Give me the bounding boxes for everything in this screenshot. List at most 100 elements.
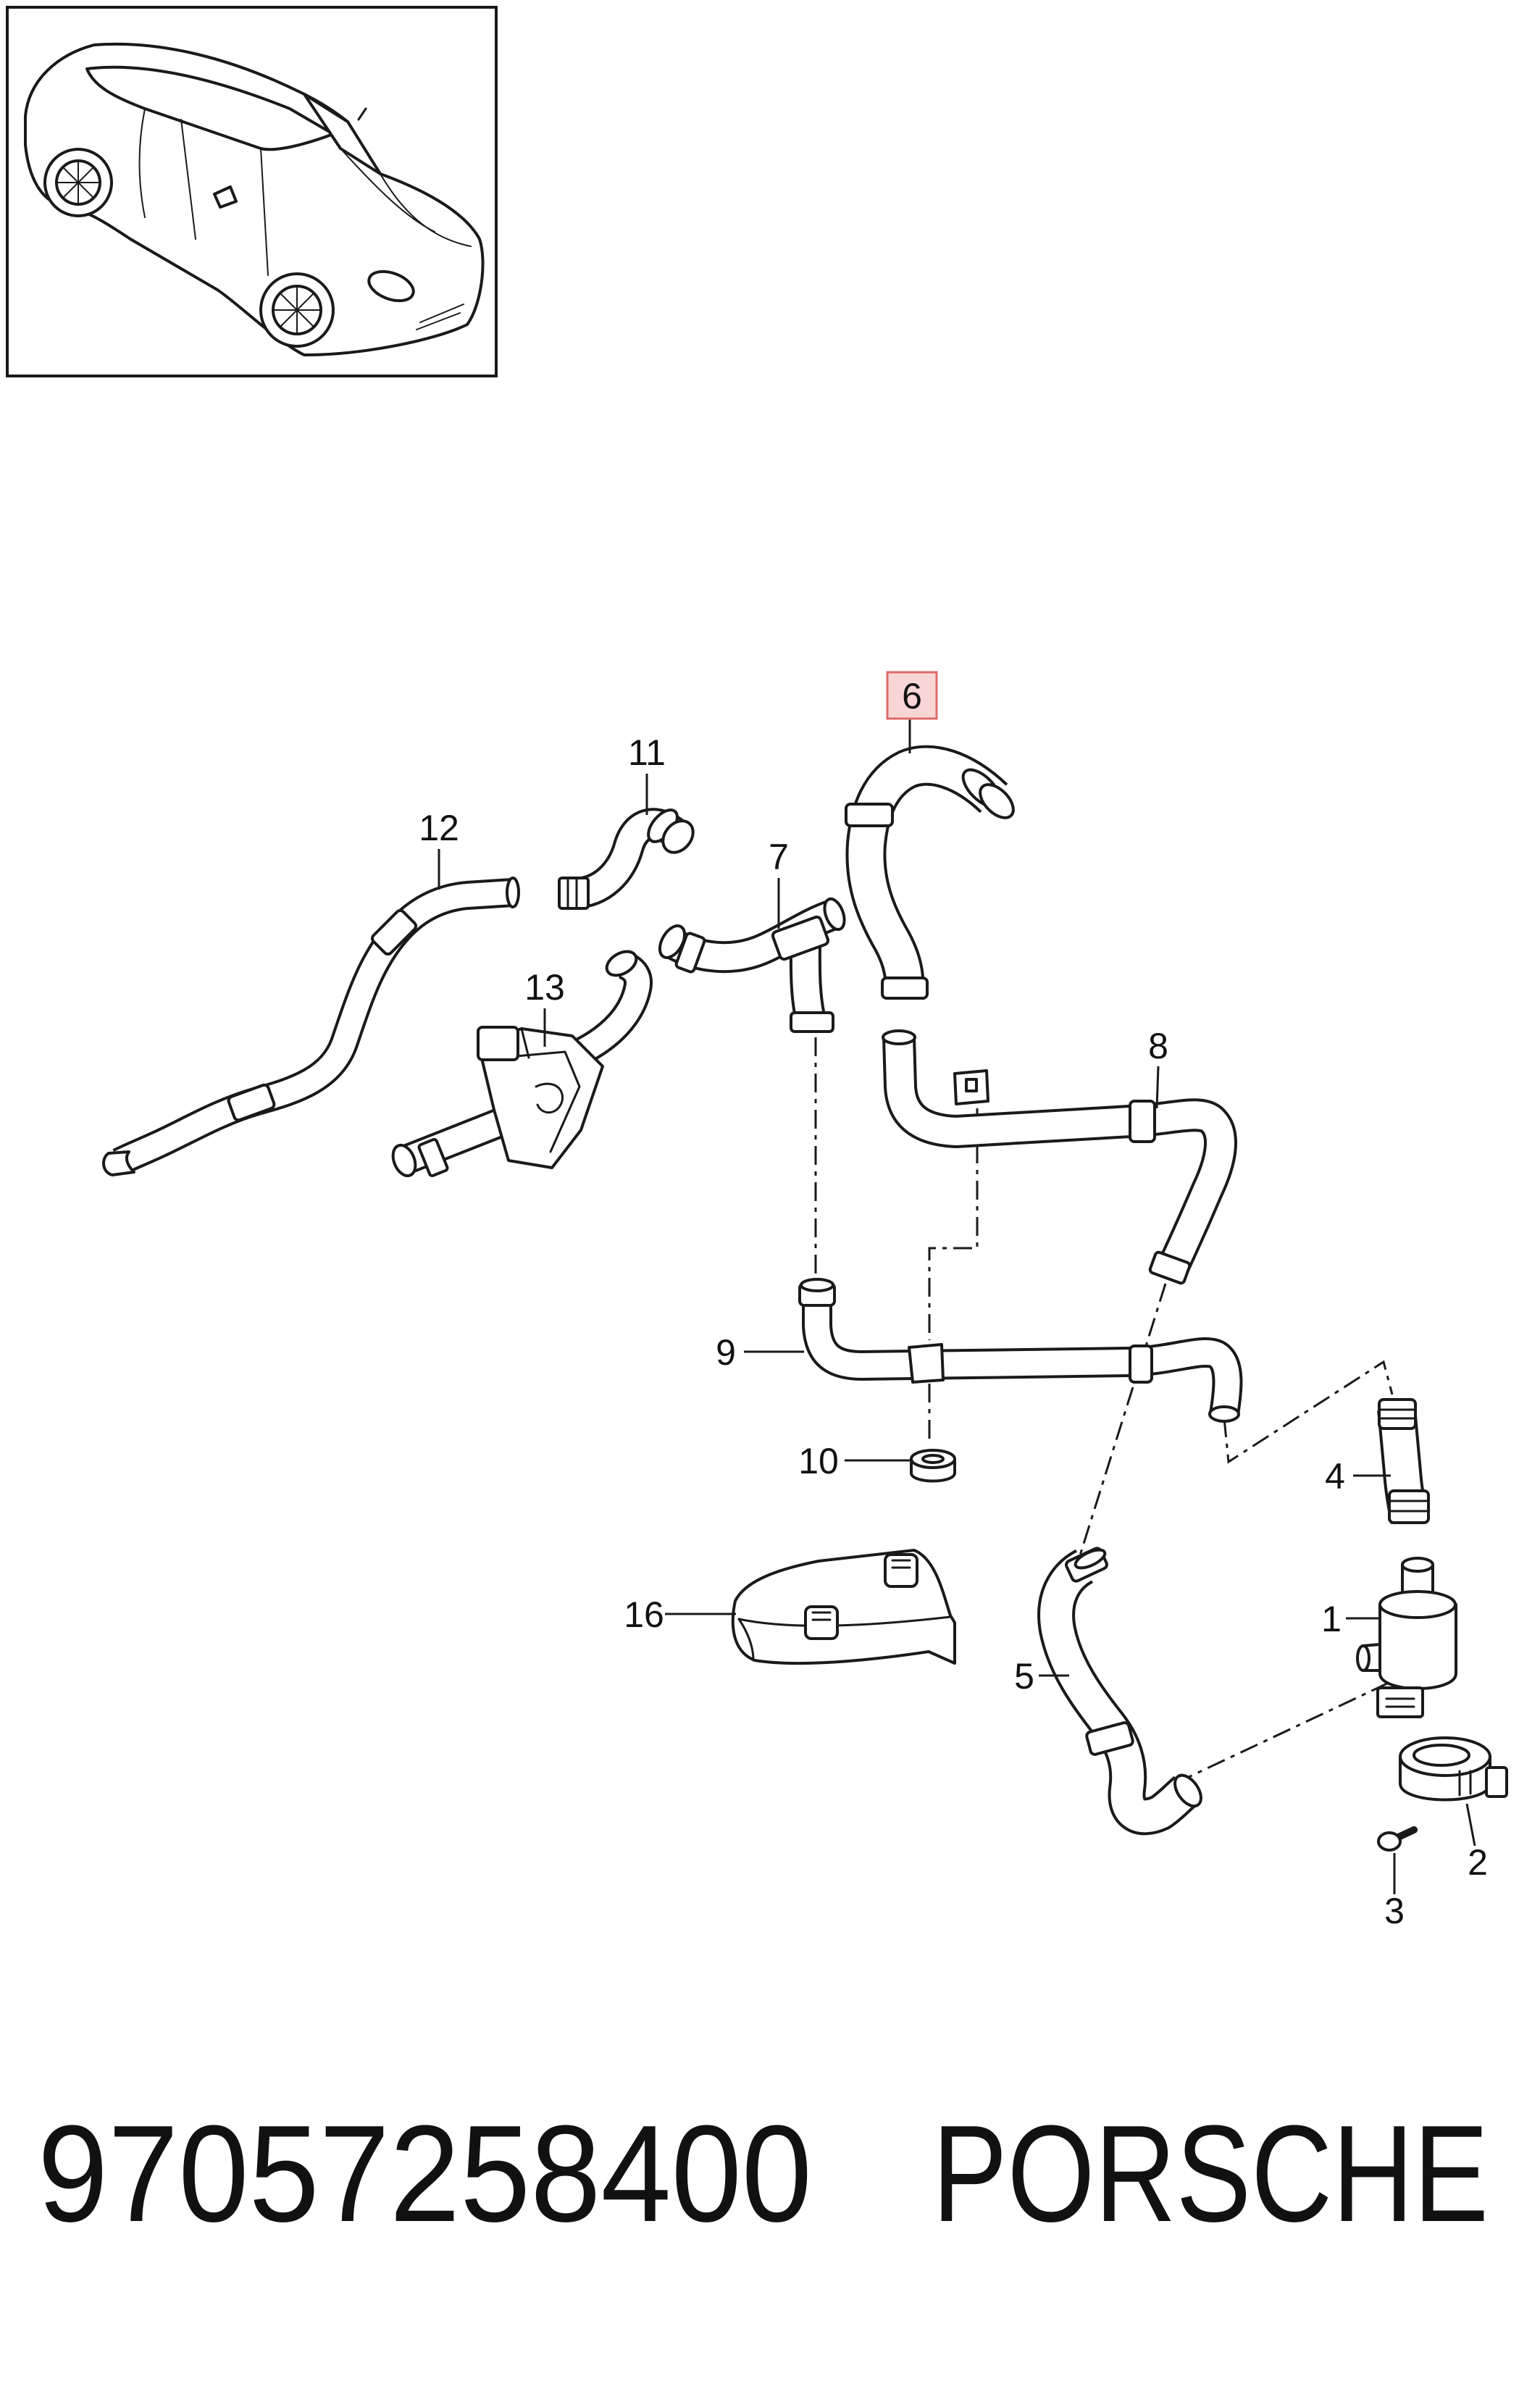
hose-11-connector-ribs <box>566 878 578 908</box>
valve-13-top-port <box>605 950 638 977</box>
leader-2 <box>1465 1803 1476 1846</box>
bracket-2-bore <box>1413 1744 1470 1767</box>
car-headlight <box>367 269 415 303</box>
valve-13-actuator <box>477 1026 519 1061</box>
car-rear-wheel <box>43 148 113 217</box>
coolant-hose-6 <box>845 764 1015 1000</box>
coolant-hose-7 <box>655 897 848 1033</box>
cover-16-clip-left-ribs <box>811 1611 832 1621</box>
coolant-valve-13 <box>389 950 640 1178</box>
coolant-hose-11 <box>558 805 695 910</box>
hose-12-left-connector <box>102 1150 135 1176</box>
hose-8-top-end <box>882 1029 916 1045</box>
hose-8-bottom-clamp <box>1148 1250 1192 1285</box>
cover-16-clip-right-ribs <box>891 1559 911 1569</box>
hose-7-right-end <box>823 897 846 932</box>
callout-8: 8 <box>1148 1026 1168 1066</box>
pump-1-inlet-opening <box>1401 1557 1434 1573</box>
callout-6: 6 <box>902 676 922 716</box>
hose-4-top-connector <box>1378 1398 1417 1430</box>
pump-1-outlet-opening <box>1356 1644 1370 1672</box>
leader-8 <box>1155 1066 1160 1109</box>
car-antenna <box>357 107 367 121</box>
car-front-wheel <box>259 272 335 348</box>
assembly-dash-lines <box>814 1037 1400 1785</box>
callout-13: 13 <box>524 967 565 1008</box>
hose-11-connector <box>558 877 590 910</box>
hose-9-top-end <box>800 1278 834 1292</box>
pump-1-connector <box>1376 1686 1424 1718</box>
coolant-hose-8 <box>882 1029 1221 1285</box>
dash-bracket-to-clip <box>928 1108 979 1340</box>
water-pump-1 <box>1356 1557 1457 1718</box>
dash-5-to-1 <box>1174 1676 1400 1785</box>
callout-3: 3 <box>1384 1891 1405 1931</box>
screw-3 <box>1377 1826 1418 1852</box>
screw-3-head <box>1377 1831 1402 1852</box>
hose-11-end <box>661 819 695 854</box>
car-mirror <box>213 185 238 209</box>
hose-12-right-end <box>506 877 520 908</box>
pump-bracket-2 <box>1399 1736 1508 1802</box>
cover-16-clip-right <box>884 1553 918 1588</box>
footer-brand: PORSCHE <box>932 2097 1489 2251</box>
valve-13-body-detail <box>498 1027 581 1153</box>
car-hood-lines <box>340 148 472 247</box>
callout-12: 12 <box>419 808 459 848</box>
footer-part-number: 97057258400 <box>38 2097 812 2251</box>
grommet-10-hole <box>921 1454 945 1464</box>
callout-1: 1 <box>1321 1599 1342 1639</box>
hose-4-top-ribs <box>1379 1408 1415 1420</box>
pump-1-housing-top <box>1378 1590 1457 1619</box>
bracket-2-tab <box>1485 1766 1508 1798</box>
callout-5: 5 <box>1014 1656 1034 1697</box>
car-side-windows <box>85 65 335 151</box>
callout-labels: 6 11 12 7 13 8 9 10 4 16 1 5 2 3 <box>419 671 1488 1931</box>
hose-5-end <box>1173 1773 1202 1808</box>
callout-4: 4 <box>1325 1456 1345 1497</box>
coolant-hose-12 <box>102 877 520 1176</box>
hose-7-clamp-bottom <box>790 1011 834 1033</box>
coolant-hose-5 <box>1056 1547 1206 1817</box>
footer: 97057258400 PORSCHE <box>38 2097 1489 2251</box>
hose-6-clamp-upper <box>845 803 894 827</box>
hose-9-clip <box>908 1343 945 1384</box>
cover-16-shell <box>731 1549 956 1665</box>
hose-12-clamp-upper <box>370 908 418 956</box>
hose-7-tee-junction <box>771 915 830 961</box>
callout-2: 2 <box>1468 1842 1488 1883</box>
bracket-2-slot <box>1458 1770 1472 1797</box>
hose-4-bottom-connector <box>1388 1489 1430 1524</box>
hose-5-clamp <box>1085 1721 1134 1756</box>
hose-9-clamp <box>1129 1344 1153 1384</box>
hose-6-end-opening <box>979 783 1015 819</box>
leader-lines <box>438 719 1476 1894</box>
callout-7: 7 <box>769 837 789 877</box>
cover-16-clip-left <box>804 1605 839 1640</box>
valve-13-clamp <box>417 1138 449 1177</box>
callout-9: 9 <box>716 1332 736 1373</box>
callout-6-highlight-box <box>886 671 938 720</box>
hose-7-clamp-left <box>674 932 706 974</box>
pump-1-connector-detail <box>1385 1697 1415 1708</box>
car-door-line <box>138 108 269 276</box>
grommet-10 <box>910 1449 956 1483</box>
dash-9-to-4 <box>1223 1360 1394 1464</box>
car-grille <box>416 304 464 330</box>
callout-11: 11 <box>628 732 666 773</box>
hose-12-clamp-lower <box>227 1083 276 1122</box>
cover-16 <box>731 1549 956 1665</box>
valve-13-left-port <box>391 1143 417 1178</box>
dash-8-to-5 <box>1078 1283 1167 1558</box>
hose-6-clamp-lower <box>881 976 929 1000</box>
callout-16: 16 <box>624 1594 664 1635</box>
hose-8-bracket-slot <box>965 1078 978 1092</box>
hose-5-top-end <box>1074 1548 1107 1570</box>
coolant-hose-4 <box>1378 1398 1430 1524</box>
hose-4-bottom-ribs <box>1389 1500 1428 1513</box>
callout-10: 10 <box>798 1441 839 1481</box>
hose-9-end <box>1208 1405 1240 1423</box>
vehicle-thumbnail <box>6 6 498 377</box>
hose-8-clamp <box>1129 1100 1156 1143</box>
